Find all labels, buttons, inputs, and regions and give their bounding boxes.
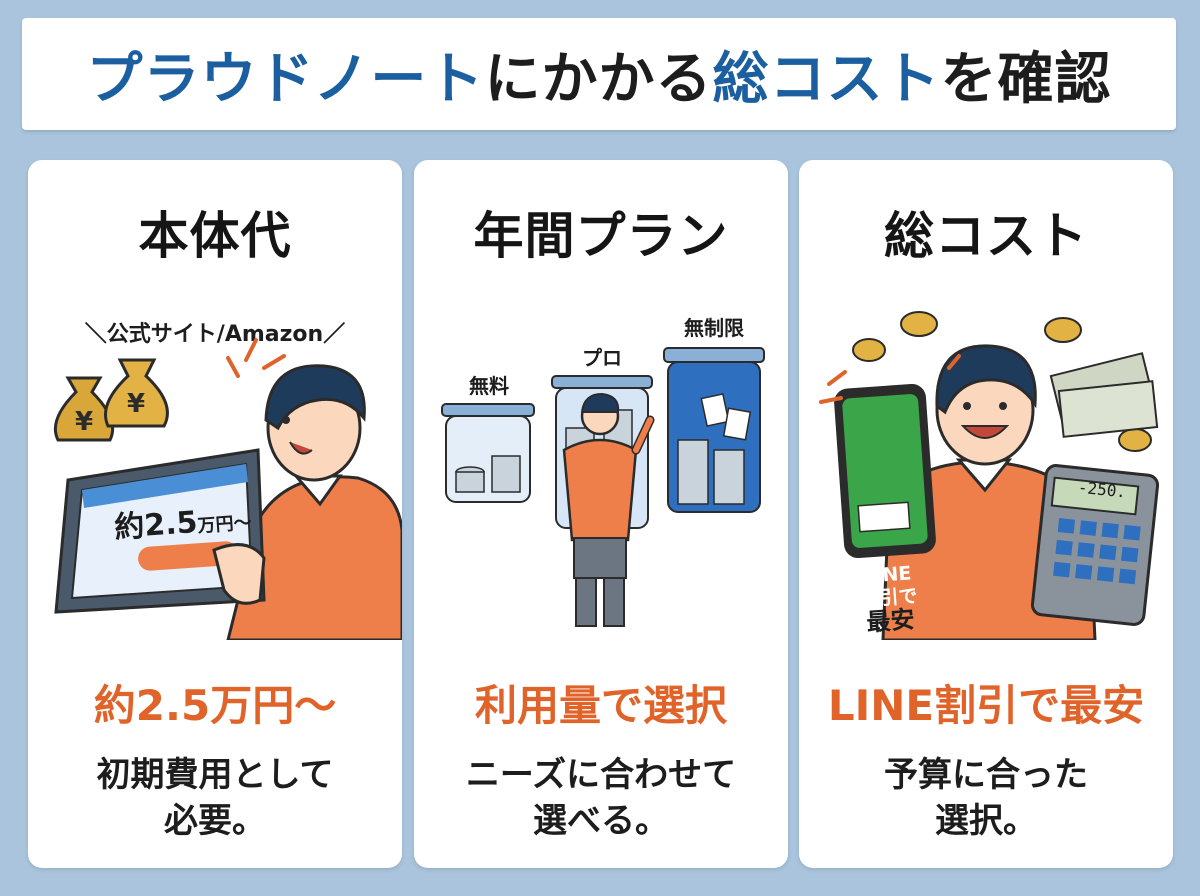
title-brand: プラウドノート	[86, 46, 485, 112]
card-device-price: 本体代 ＼公式サイト/Amazon／ ¥ ¥	[28, 160, 402, 868]
title-end: を確認	[940, 46, 1112, 112]
card-heading: 年間プラン	[473, 207, 729, 265]
card-description: 予算に合った 選択。	[884, 755, 1088, 841]
person-phone-calculator-illustration	[819, 311, 1160, 640]
svg-text:¥: ¥	[127, 389, 145, 419]
calculator-icon	[1030, 464, 1160, 626]
smartphone-icon	[834, 383, 936, 559]
money-bag-icon: ¥	[53, 376, 115, 442]
jar-label-unlimited: 無制限	[684, 316, 744, 340]
banknote-icon	[1049, 352, 1159, 438]
card-total-cost: 総コスト	[799, 160, 1173, 868]
page-title: プラウドノートにかかる総コストを確認	[22, 18, 1176, 130]
card-description: 初期費用として 必要。	[96, 755, 334, 841]
person-illustration	[562, 392, 655, 627]
plan-jars-illustration	[441, 347, 765, 627]
title-middle: にかかる	[484, 46, 713, 112]
card-highlight: 利用量で選択	[474, 681, 727, 730]
jar-label-free: 無料	[469, 374, 509, 398]
card-heading: 本体代	[138, 207, 292, 265]
card-highlight: LINE割引で最安	[827, 681, 1145, 730]
callout-shop: ＼公式サイト/Amazon／	[84, 322, 346, 347]
jar-icon	[663, 347, 765, 513]
jar-icon	[441, 403, 535, 503]
phone-screen-text: LINE 割引で 最安	[859, 562, 919, 637]
person-illustration	[226, 364, 402, 640]
money-bag-icon: ¥	[104, 358, 169, 428]
jar-label-pro: プロ	[582, 346, 622, 370]
coin-icon	[852, 311, 1152, 452]
tablet-icon	[54, 448, 266, 614]
card-description: ニーズに合わせて 選べる。	[465, 755, 737, 841]
title-total-cost: 総コスト	[712, 46, 941, 112]
card-heading: 総コスト	[884, 207, 1088, 265]
tablet-illustration: ¥ ¥	[53, 338, 402, 640]
card-annual-plan: 年間プラン 無料 プロ 無制限	[414, 160, 788, 868]
card-highlight: 約2.5万円〜	[93, 681, 337, 730]
svg-text:¥: ¥	[75, 407, 93, 437]
